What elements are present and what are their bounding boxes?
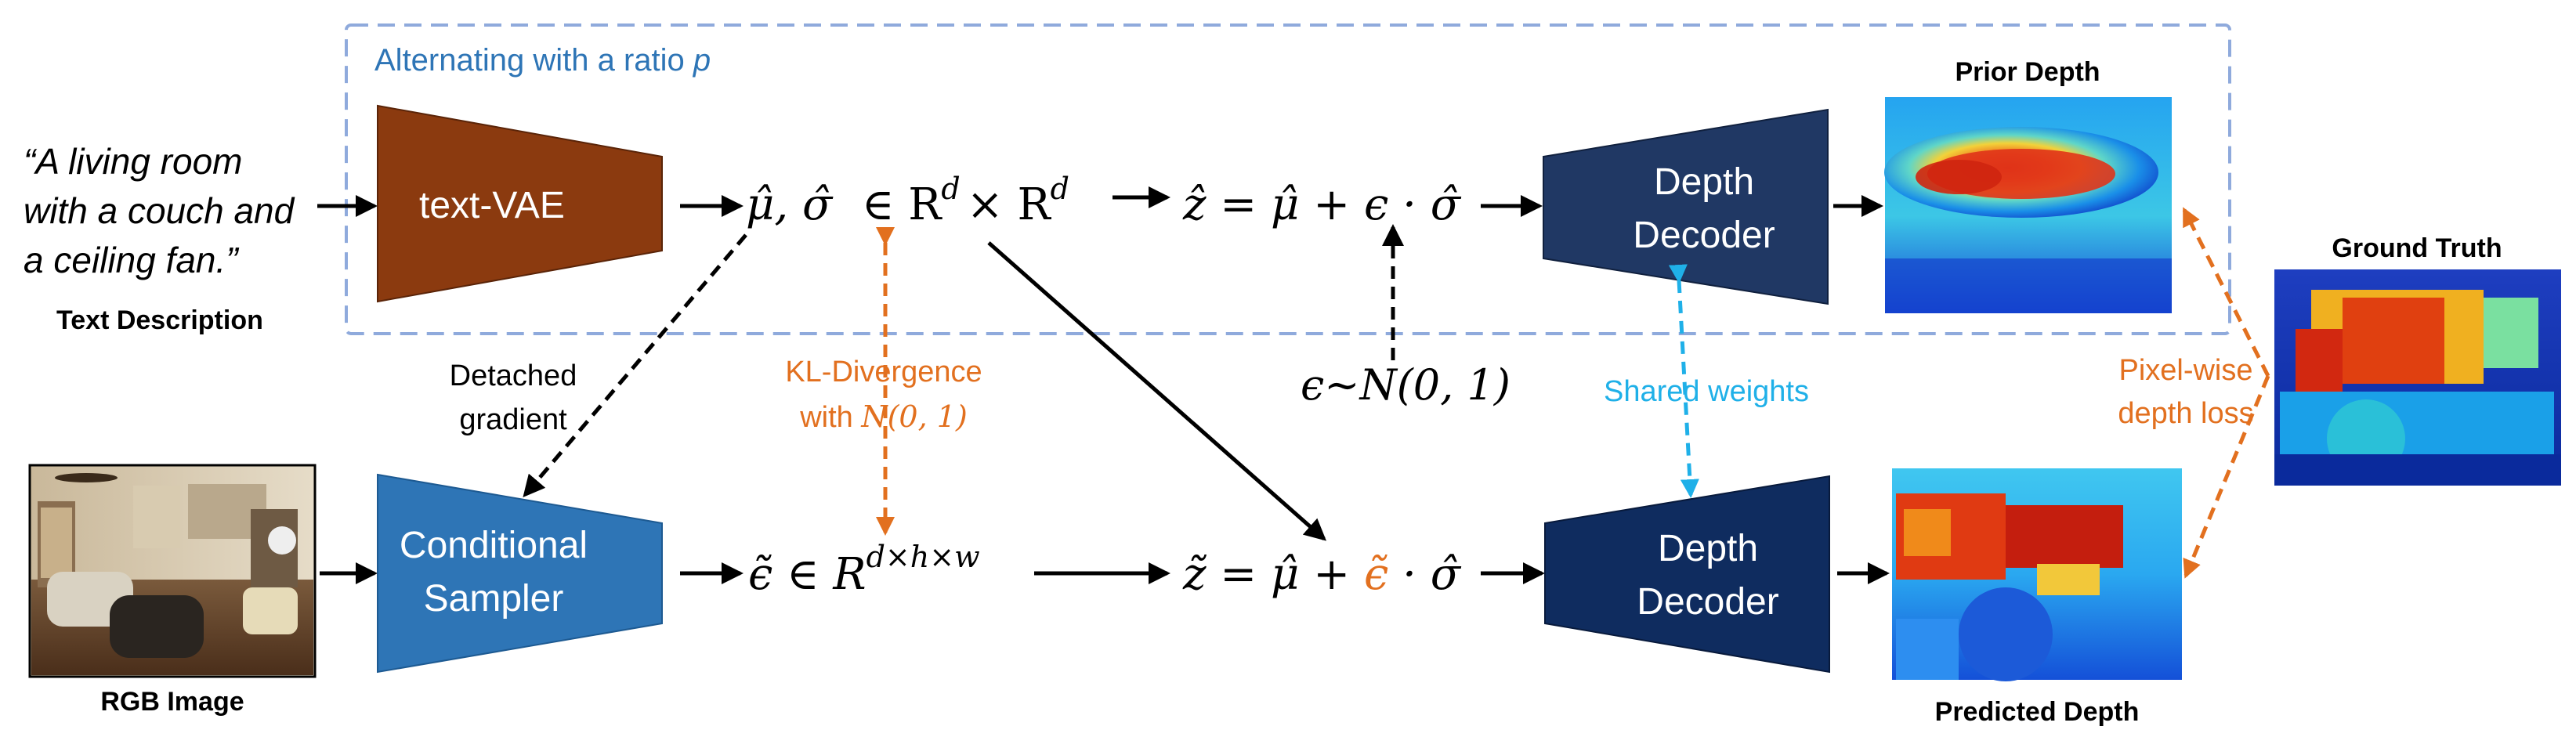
pixel-loss-arrow-upper bbox=[2182, 207, 2270, 378]
shared-weights-arrow bbox=[1668, 264, 1699, 498]
detached-gradient-arrow bbox=[523, 233, 747, 498]
predicted-depth-image bbox=[1892, 468, 2182, 681]
rgb-image bbox=[28, 464, 317, 678]
shared-weights-label: Shared weights bbox=[1604, 375, 1809, 408]
ratio-caption: Alternating with a ratio p bbox=[374, 43, 711, 78]
text-vae-label: text-VAE bbox=[419, 185, 565, 226]
pixel-loss-arrow-lower bbox=[2183, 375, 2270, 579]
kl-label-2: with N(0, 1) bbox=[799, 399, 968, 434]
pred-decoder-label-1: Depth bbox=[1658, 528, 1758, 569]
quote-line-2: with a couch and bbox=[24, 190, 295, 231]
z-tilde-equation: z̃ = μ̂ + ϵ̃ · σ̂ bbox=[1182, 549, 1462, 600]
sampler-label-1: Conditional bbox=[400, 525, 588, 566]
ground-truth-caption: Ground Truth bbox=[2332, 233, 2502, 263]
text-vae-block bbox=[377, 104, 663, 303]
eps-tilde-expression: ϵ̃ ∈ Rd×h×w bbox=[748, 540, 980, 600]
quote-line-1: “A living room bbox=[24, 141, 242, 182]
detached-label-1: Detached bbox=[450, 359, 577, 392]
rgb-image-caption: RGB Image bbox=[100, 687, 244, 717]
arrow-params-to-z-tilde bbox=[987, 241, 1326, 541]
prior-decoder-label-2: Decoder bbox=[1633, 215, 1775, 256]
prior-depth-decoder bbox=[1543, 108, 1829, 305]
text-description-caption: Text Description bbox=[56, 305, 263, 335]
prior-depth-caption: Prior Depth bbox=[1955, 57, 2100, 87]
predicted-depth-caption: Predicted Depth bbox=[1935, 697, 2140, 727]
quote-line-3: a ceiling fan.” bbox=[24, 240, 240, 280]
latent-space-expression: ∈ Rd× Rd bbox=[862, 172, 1069, 230]
text-description: “A living room with a couch and a ceilin… bbox=[24, 141, 295, 335]
conditional-sampler-block bbox=[377, 473, 663, 674]
ground-truth-image bbox=[2274, 269, 2561, 486]
detached-label-2: gradient bbox=[459, 403, 567, 436]
pixel-loss-label-1: Pixel-wise bbox=[2118, 354, 2252, 387]
pred-decoder-label-2: Decoder bbox=[1637, 581, 1778, 623]
sampler-label-2: Sampler bbox=[424, 578, 564, 620]
alternating-region-box bbox=[345, 23, 2231, 335]
pixel-loss-label-2: depth loss bbox=[2118, 397, 2253, 430]
prior-depth-image bbox=[1884, 97, 2172, 313]
predicted-depth-decoder bbox=[1544, 475, 1830, 674]
kl-label-1: KL-Divergence bbox=[785, 356, 982, 388]
prior-decoder-label-1: Depth bbox=[1654, 161, 1754, 203]
noise-distribution: ϵ∼N(0, 1) bbox=[1301, 360, 1511, 410]
z-hat-equation: ẑ = μ̂ + ϵ · σ̂ bbox=[1182, 179, 1462, 230]
mu-sigma-expression: μ̂, σ̂ bbox=[746, 179, 834, 230]
